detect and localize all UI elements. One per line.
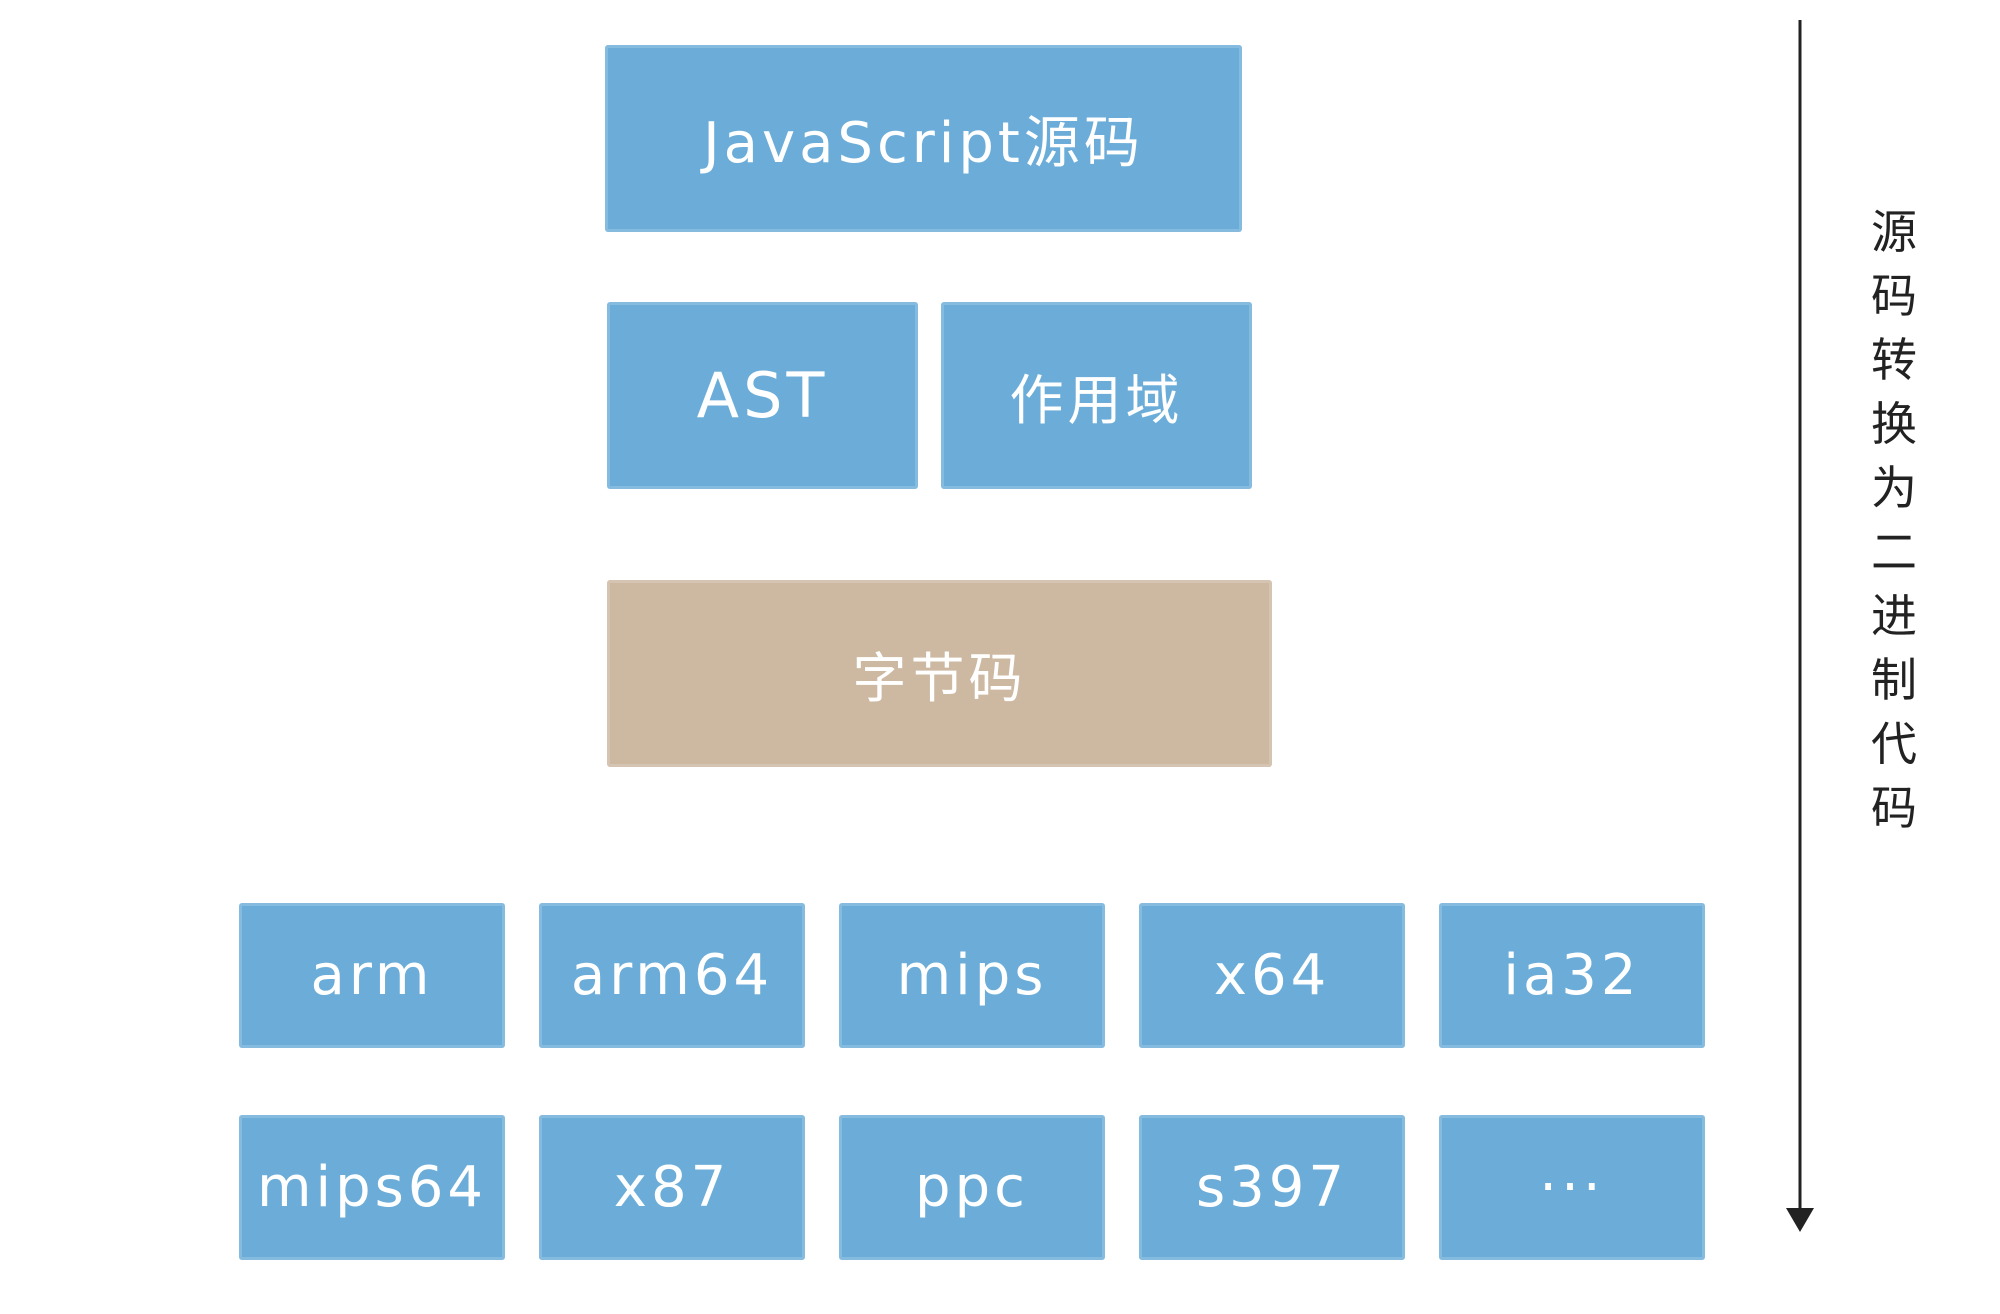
arch-label: x64 [1213,943,1331,1008]
bytecode-label: 字节码 [852,647,1027,710]
arch-box-x64: x64 [1139,903,1405,1048]
side-label-char: 制 [1871,653,1917,707]
scope-box: 作用域 [941,302,1252,489]
arch-label: arm64 [570,943,774,1008]
side-label-source-to-binary: 源码转换为二进制代码 [1866,200,1922,840]
arch-box-mips64: mips64 [239,1115,505,1260]
arch-box-ia32: ia32 [1439,903,1705,1048]
arch-label: ppc [915,1155,1029,1220]
side-label-char: 二 [1871,525,1917,579]
ast-box: AST [607,302,918,489]
arch-label: mips [896,943,1048,1008]
arch-box-x87: x87 [539,1115,805,1260]
flow-arrow-head [1786,1208,1814,1232]
arch-box-more: ··· [1439,1115,1705,1260]
arch-box-arm64: arm64 [539,903,805,1048]
arch-label: s397 [1195,1155,1349,1220]
arch-label: mips64 [256,1155,488,1220]
arch-label: arm [310,943,434,1008]
ast-label: AST [696,359,829,432]
arch-box-mips: mips [839,903,1105,1048]
javascript-source-label: JavaScript源码 [703,111,1144,176]
arch-label: x87 [613,1155,731,1220]
side-label-char: 源 [1871,205,1917,259]
arch-box-ppc: ppc [839,1115,1105,1260]
side-label-char: 转 [1871,333,1917,387]
scope-label: 作用域 [1009,369,1184,432]
side-label-char: 进 [1871,589,1917,643]
javascript-source-box: JavaScript源码 [605,45,1242,232]
side-label-char: 码 [1871,269,1917,323]
arch-label: ··· [1539,1155,1605,1220]
flow-down-arrow [1786,20,1814,1232]
side-label-char: 换 [1871,397,1917,451]
arch-label: ia32 [1503,943,1641,1008]
side-label-char: 码 [1871,781,1917,835]
arch-box-s397: s397 [1139,1115,1405,1260]
side-label-char: 为 [1871,461,1917,515]
arch-box-arm: arm [239,903,505,1048]
bytecode-box: 字节码 [607,580,1272,767]
side-label-char: 代 [1871,717,1917,771]
